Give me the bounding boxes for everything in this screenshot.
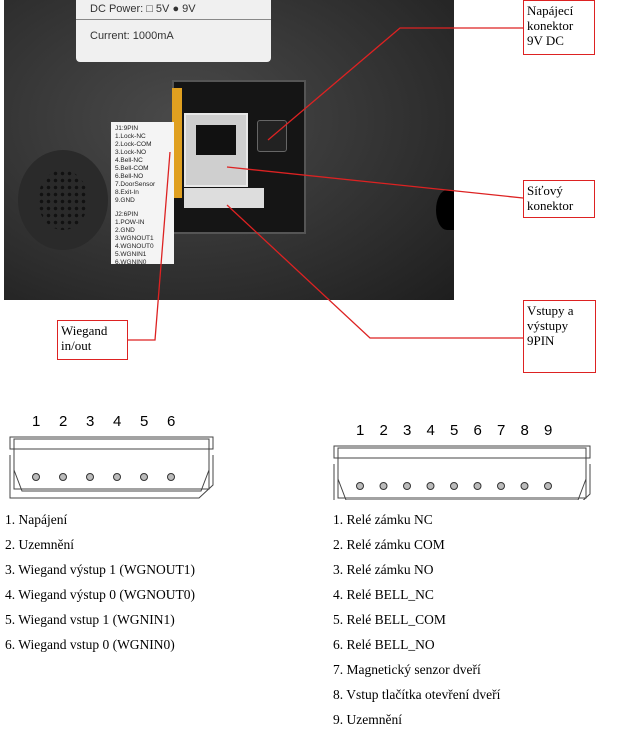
pin-label-line: 6.WGNIN0 <box>115 259 147 266</box>
pin-list-item: 9. Uzemnění <box>333 712 402 727</box>
pin-number: 7 <box>497 422 506 439</box>
pin-list-item: 8. Vstup tlačítka otevření dveří <box>333 687 501 702</box>
pin-list-item: 6. Wiegand vstup 0 (WGNIN0) <box>5 637 175 652</box>
pin-list-item: 2. Uzemnění <box>5 537 74 552</box>
pin-hole <box>450 482 458 490</box>
pin-list-item: 4. Relé BELL_NC <box>333 587 434 602</box>
pin-hole <box>473 482 482 490</box>
pin-hole <box>140 473 148 481</box>
pin-number: 6 <box>167 413 176 430</box>
pin-number: 2 <box>59 413 68 430</box>
pin-label-line: 2.GND <box>115 227 135 234</box>
callout-network-connector: Síťový konektor <box>523 180 595 218</box>
pin-hole <box>379 482 388 490</box>
sticker-current: Current: 1000mA <box>76 19 271 46</box>
pin-hole <box>520 482 529 490</box>
pin-number: 1 <box>356 422 365 439</box>
pin-list-6pin: 1. Napájení 2. Uzemnění 3. Wiegand výstup … <box>5 507 195 657</box>
pin-number: 3 <box>86 413 95 430</box>
pin-label-line: 1.POW-IN <box>115 219 145 226</box>
pin-label-line: J1:9PIN <box>115 125 139 132</box>
pin-number: 8 <box>520 422 529 439</box>
pin-number: 2 <box>379 422 388 439</box>
pin-list-item: 5. Wiegand vstup 1 (WGNIN1) <box>5 612 175 627</box>
power-sticker: DC Power: □ 5V ● 9V Current: 1000mA <box>76 0 271 62</box>
pin-label-line: 1.Lock-NC <box>115 133 146 140</box>
9pin-header <box>184 188 264 208</box>
pin-number: 5 <box>140 413 149 430</box>
pin-hole <box>32 473 40 481</box>
pin-hole <box>113 473 121 481</box>
pin-hole <box>403 482 411 490</box>
pin-list-9pin: 1. Relé zámku NC 2. Relé zámku COM 3. Relé… <box>333 507 500 732</box>
callout-lines <box>128 27 524 341</box>
pin-hole <box>167 473 175 481</box>
pin-hole <box>544 482 552 490</box>
pin-label-line: 2.Lock-COM <box>115 141 152 148</box>
screw-hole <box>436 190 454 230</box>
pin-label-line: J2:6PIN <box>115 211 139 218</box>
pin-number: 4 <box>426 422 435 439</box>
pin-number: 1 <box>32 413 41 430</box>
rj45-port <box>184 113 248 187</box>
pin-label-line: 7.DoorSensor <box>115 181 156 188</box>
pin-label-line: 3.Lock-NO <box>115 149 147 156</box>
device-photo: DC Power: □ 5V ● 9V Current: 1000mA J1:9… <box>4 0 454 300</box>
pin-label-line: 5.Bell-COM <box>115 165 149 172</box>
pin-number: 3 <box>403 422 412 439</box>
pin-label-line: 6.Bell-NO <box>115 173 144 180</box>
line-io <box>226 204 523 339</box>
speaker-grille <box>18 150 108 250</box>
line-power <box>267 27 523 141</box>
pin-label-line: 4.WGNOUT0 <box>115 243 154 250</box>
callout-power-connector: Napájecí konektor 9V DC <box>523 0 595 55</box>
pin-label-line: 8.Exit-In <box>115 189 139 196</box>
pin-list-item: 4. Wiegand výstup 0 (WGNOUT0) <box>5 587 196 602</box>
pin-hole <box>356 482 364 490</box>
pin-hole <box>497 482 505 490</box>
pin-hole <box>59 473 67 481</box>
pin-list-item: 1. Napájení <box>5 512 68 527</box>
callout-wiegand: Wiegand in/out <box>57 320 128 360</box>
pin-hole <box>86 473 94 481</box>
line-wiegand <box>128 151 171 341</box>
sticker-dc-power: DC Power: □ 5V ● 9V <box>90 3 196 15</box>
pin-label-line: 5.WGNIN1 <box>115 251 147 258</box>
pin-label-line: 9.GND <box>115 197 135 204</box>
pin-list-item: 1. Relé zámku NC <box>333 512 433 527</box>
pin-list-item: 3. Wiegand výstup 1 (WGNOUT1) <box>5 562 196 577</box>
yellow-tape <box>172 88 182 198</box>
pin-number: 6 <box>473 422 482 439</box>
pin-number: 9 <box>544 422 553 439</box>
callout-io-9pin: Vstupy a výstupy 9PIN <box>523 300 596 373</box>
pin-list-item: 3. Relé zámku NO <box>333 562 434 577</box>
pin-list-item: 2. Relé zámku COM <box>333 537 445 552</box>
pin-list-item: 6. Relé BELL_NO <box>333 637 435 652</box>
pin-label-line: 4.Bell-NC <box>115 157 143 164</box>
line-network <box>226 166 524 199</box>
pin-hole <box>426 482 435 490</box>
pin-label-line: 3.WGNOUT1 <box>115 235 154 242</box>
pin-number: 5 <box>450 422 459 439</box>
connector-6pin-diagram: 1 2 3 4 5 6 <box>0 400 230 500</box>
pin-list-item: 5. Relé BELL_COM <box>333 612 446 627</box>
pin-number: 4 <box>113 413 122 430</box>
pin-list-item: 7. Magnetický senzor dveří <box>333 662 481 677</box>
